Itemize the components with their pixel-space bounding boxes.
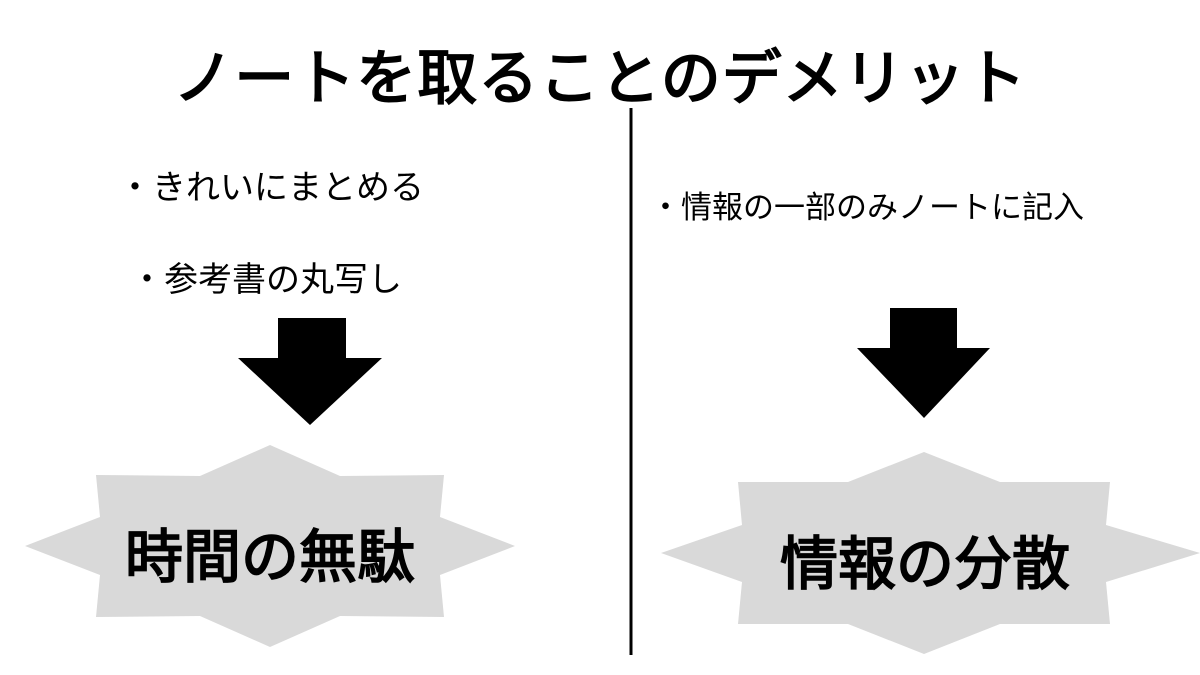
right-bullet-1: ・情報の一部のみノートに記入 — [650, 190, 1084, 226]
right-result-text: 情報の分散 — [779, 530, 1070, 598]
left-down-arrow — [238, 318, 382, 425]
right-down-arrow — [857, 308, 990, 418]
right-burst-shape — [661, 452, 1200, 654]
left-burst-shape — [25, 445, 515, 647]
slide-title: ノートを取ることのデメリット — [173, 44, 1027, 114]
left-bullet-2: ・参考書の丸写し — [130, 260, 402, 300]
left-bullet-1: ・きれいにまとめる — [118, 168, 424, 208]
left-result-text: 時間の無駄 — [124, 523, 415, 591]
